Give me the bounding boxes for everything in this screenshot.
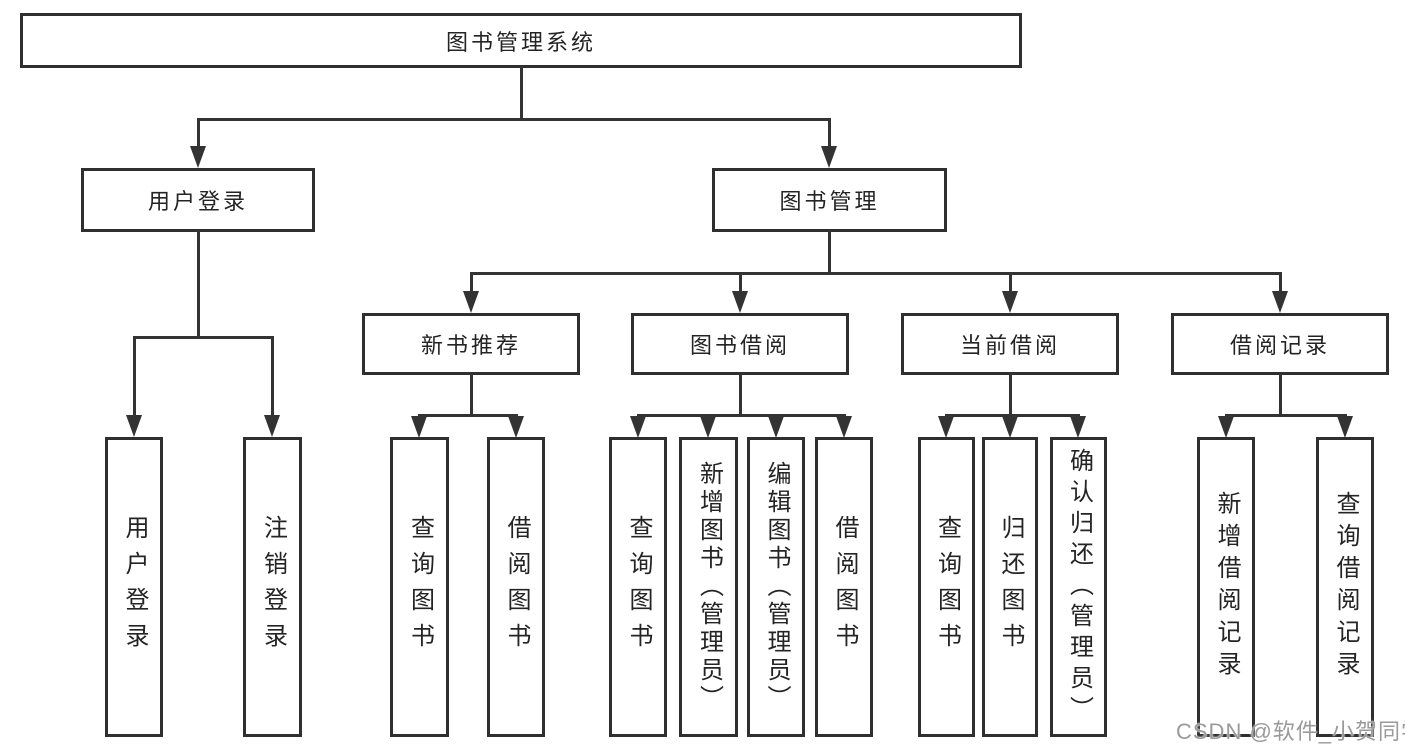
leaf-user-login: 用户登录 bbox=[105, 437, 163, 737]
leaf-cb-return-books: 归还图书 bbox=[982, 437, 1038, 737]
connector-user-login-branch bbox=[133, 336, 274, 339]
leaf-bb-edit-books-admin: 编辑图书（管理员） bbox=[747, 437, 805, 737]
arrowhead-cb-return bbox=[1002, 416, 1018, 438]
node-book-borrowing: 图书借阅 bbox=[631, 313, 849, 375]
leaf-rec-add-record-label: 新增借阅记录 bbox=[1213, 491, 1240, 683]
connector-user-login-stem bbox=[197, 230, 200, 338]
arrowhead-current bbox=[1002, 291, 1018, 313]
connector-leaf-logout-drop bbox=[271, 336, 274, 418]
leaf-logout: 注销登录 bbox=[243, 437, 302, 737]
arrowhead-rec-add bbox=[1218, 416, 1234, 438]
arrowhead-borrowing bbox=[732, 291, 748, 313]
arrowhead-bb-add bbox=[700, 416, 716, 438]
connector-current-drop bbox=[1009, 272, 1012, 294]
arrowhead-leaf-logout bbox=[264, 415, 280, 437]
connector-borrowing-drop bbox=[739, 272, 742, 294]
arrowhead-records bbox=[1272, 291, 1288, 313]
leaf-bb-query-books: 查询图书 bbox=[609, 437, 667, 737]
arrowhead-new-books bbox=[463, 291, 479, 313]
arrowhead-cb-confirm bbox=[1070, 416, 1086, 438]
connector-new-books-branch bbox=[418, 414, 518, 417]
node-new-book-recommend: 新书推荐 bbox=[362, 313, 580, 375]
node-user-login: 用户登录 bbox=[81, 168, 315, 232]
arrowhead-nb-borrow bbox=[508, 416, 524, 438]
leaf-bb-edit-books-admin-label: 编辑图书（管理员） bbox=[763, 461, 790, 713]
leaf-nb-query-books-label: 查询图书 bbox=[406, 515, 434, 659]
leaf-nb-query-books: 查询图书 bbox=[390, 437, 449, 737]
leaf-cb-confirm-return-admin-label: 确认归还（管理员） bbox=[1065, 447, 1093, 727]
connector-book-mgmt-drop bbox=[828, 118, 831, 148]
connector-records-drop bbox=[1279, 272, 1282, 294]
arrowhead-rec-query bbox=[1337, 416, 1353, 438]
connector-records-branch bbox=[1225, 414, 1347, 417]
node-current-borrowing: 当前借阅 bbox=[901, 313, 1119, 375]
connector-borrowing-branch bbox=[637, 414, 846, 417]
arrowhead-cb-query bbox=[938, 416, 954, 438]
node-borrow-records: 借阅记录 bbox=[1171, 313, 1389, 375]
connector-current-stem bbox=[1009, 373, 1012, 417]
node-book-borrowing-label: 图书借阅 bbox=[689, 333, 790, 358]
arrowhead-bb-borrow bbox=[836, 416, 852, 438]
leaf-rec-query-record-label: 查询借阅记录 bbox=[1332, 491, 1359, 683]
node-book-management: 图书管理 bbox=[712, 168, 947, 232]
leaf-bb-add-books-admin: 新增图书（管理员） bbox=[679, 437, 738, 737]
connector-level1-branch bbox=[197, 118, 831, 121]
leaf-bb-query-books-label: 查询图书 bbox=[625, 515, 652, 659]
leaf-nb-borrow-books: 借阅图书 bbox=[487, 437, 545, 737]
connector-current-branch bbox=[945, 414, 1080, 417]
connector-records-stem bbox=[1279, 373, 1282, 417]
leaf-cb-query-books: 查询图书 bbox=[918, 437, 975, 737]
arrowhead-leaf-login bbox=[126, 415, 142, 437]
node-root: 图书管理系统 bbox=[20, 13, 1022, 68]
connector-root-stem bbox=[520, 66, 523, 118]
leaf-logout-label: 注销登录 bbox=[259, 515, 287, 659]
connector-new-books-drop bbox=[470, 272, 473, 294]
leaf-cb-return-books-label: 归还图书 bbox=[997, 515, 1024, 659]
arrowhead-book-mgmt bbox=[821, 146, 837, 168]
leaf-bb-add-books-admin-label: 新增图书（管理员） bbox=[695, 461, 723, 713]
leaf-user-login-label: 用户登录 bbox=[121, 515, 148, 659]
connector-new-books-stem bbox=[470, 373, 473, 417]
leaf-rec-query-record: 查询借阅记录 bbox=[1316, 437, 1374, 737]
leaf-cb-confirm-return-admin: 确认归还（管理员） bbox=[1050, 437, 1107, 737]
node-borrow-records-label: 借阅记录 bbox=[1229, 333, 1330, 358]
node-book-management-label: 图书管理 bbox=[779, 189, 880, 214]
connector-book-mgmt-stem bbox=[828, 230, 831, 275]
node-root-label: 图书管理系统 bbox=[445, 29, 596, 55]
connector-level2-branch bbox=[470, 272, 1282, 275]
arrowhead-user-login bbox=[190, 146, 206, 168]
leaf-cb-query-books-label: 查询图书 bbox=[933, 515, 961, 659]
connector-borrowing-stem bbox=[739, 373, 742, 417]
node-user-login-label: 用户登录 bbox=[147, 189, 248, 214]
connector-leaf-login-drop bbox=[133, 336, 136, 418]
arrowhead-bb-edit bbox=[768, 416, 784, 438]
leaf-rec-add-record: 新增借阅记录 bbox=[1197, 437, 1255, 737]
leaf-bb-borrow-books-label: 借阅图书 bbox=[831, 515, 858, 659]
csdn-watermark: CSDN @软件_小贺同学 bbox=[1176, 719, 1405, 744]
leaf-bb-borrow-books: 借阅图书 bbox=[815, 437, 873, 737]
arrowhead-nb-query bbox=[411, 416, 427, 438]
leaf-nb-borrow-books-label: 借阅图书 bbox=[503, 515, 530, 659]
node-new-book-recommend-label: 新书推荐 bbox=[420, 333, 521, 358]
arrowhead-bb-query bbox=[630, 416, 646, 438]
connector-user-login-drop bbox=[197, 118, 200, 148]
node-current-borrowing-label: 当前借阅 bbox=[959, 333, 1060, 358]
